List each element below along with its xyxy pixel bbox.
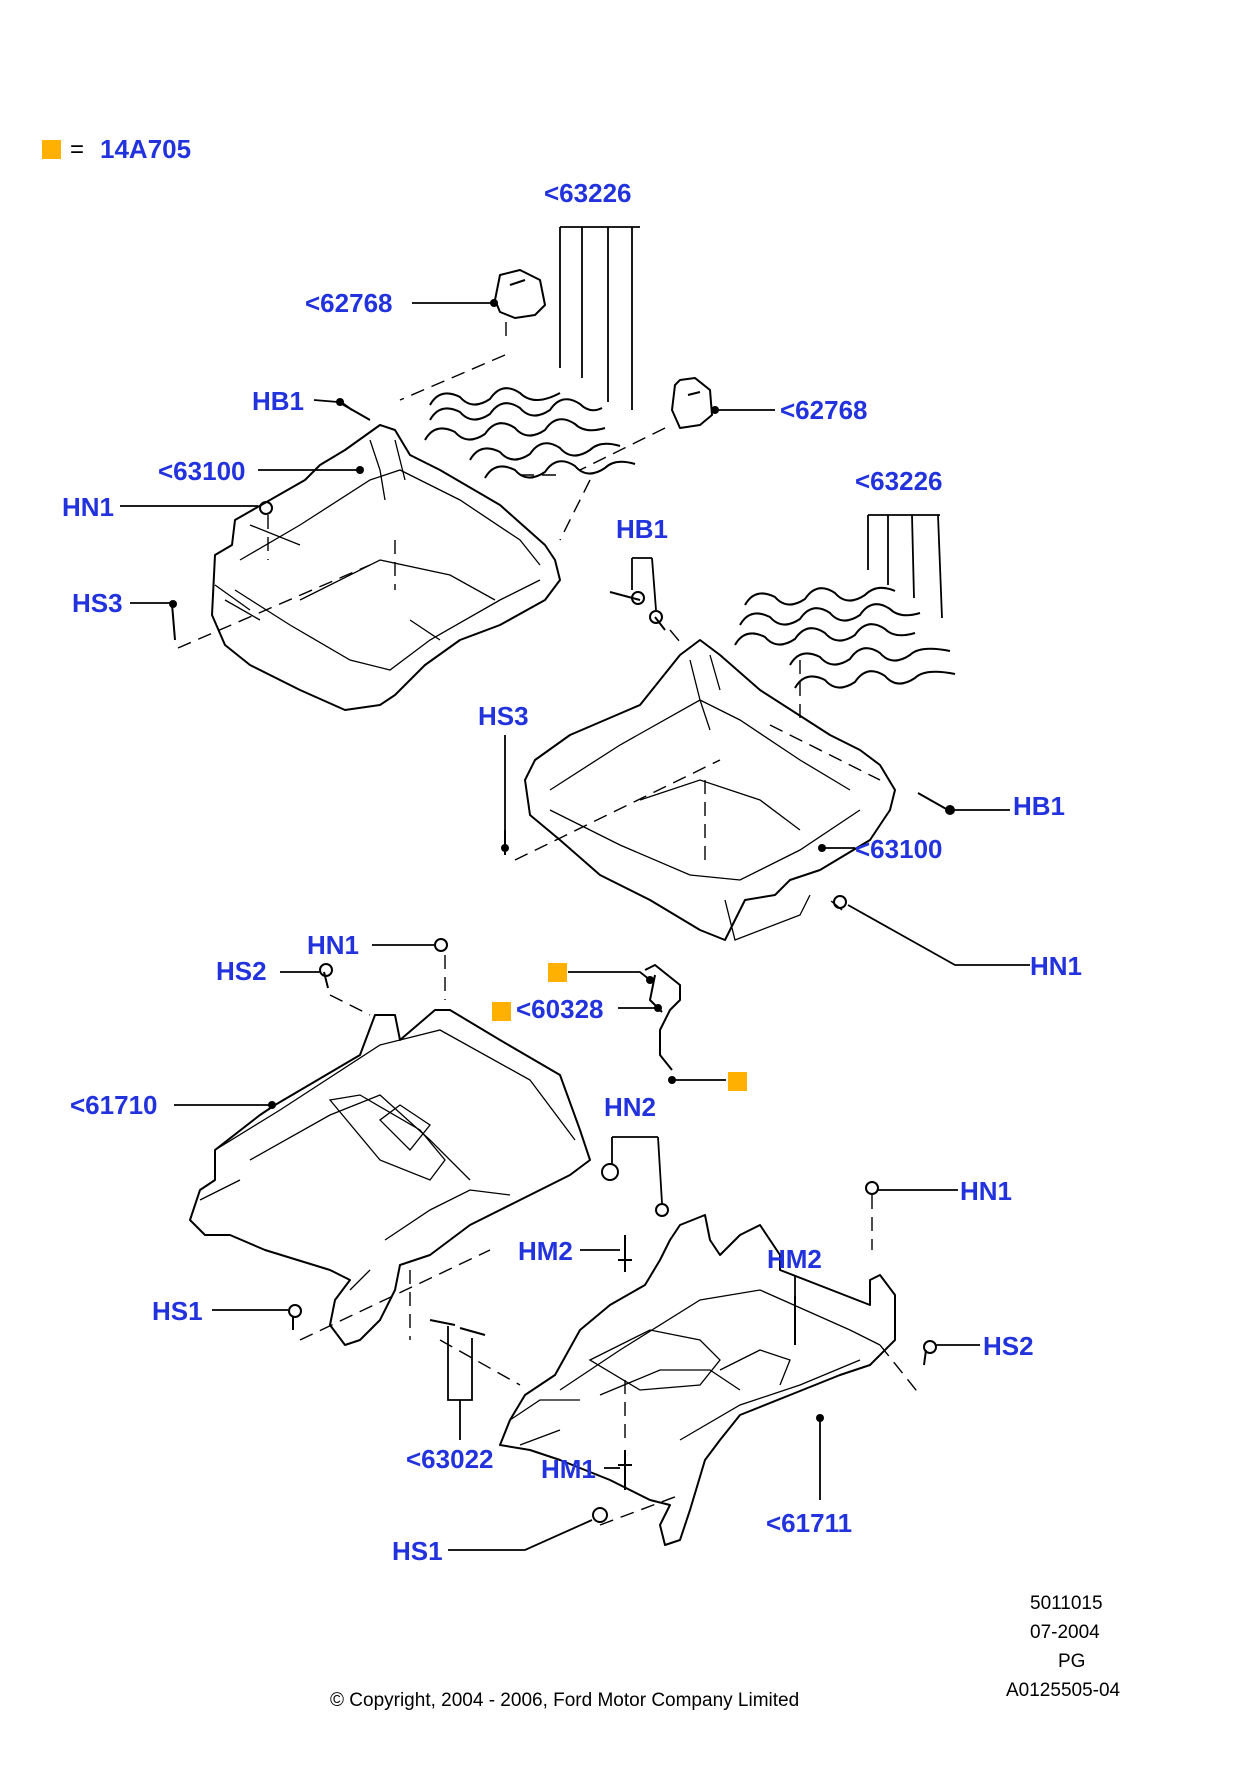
callout-62768-right: <62768: [780, 395, 868, 425]
seat-track-right: [499, 1214, 896, 1546]
callout-61711: <61711: [766, 1508, 853, 1538]
fastener-hn2-left: [601, 1163, 619, 1181]
callout-hs1-left: HS1: [152, 1296, 203, 1326]
fastener-hb1-right: [917, 792, 955, 815]
callout-hn2: HN2: [604, 1092, 657, 1122]
ref-date: 07-2004: [1030, 1622, 1100, 1643]
callout-hs1-bottom: HS1: [392, 1536, 443, 1566]
spring-mat-right: [734, 586, 956, 689]
callout-63226-top: <63226: [544, 178, 632, 208]
callout-hm1: HM1: [541, 1454, 596, 1484]
callout-hn1-right-upper: HN1: [1030, 951, 1083, 981]
fastener-hm2-left: [618, 1235, 632, 1272]
marker-60328-top: [548, 963, 567, 982]
legend-marker: [42, 140, 61, 159]
callout-hs2-left: HS2: [216, 956, 267, 986]
legend-code: 14A705: [100, 134, 192, 164]
callout-60328: <60328: [516, 994, 604, 1024]
spring-mat-left: [424, 387, 636, 479]
callout-61710: <61710: [70, 1090, 158, 1120]
fastener-hs2-left: [319, 963, 333, 989]
ref-number: 5011015: [1030, 1593, 1103, 1614]
callout-62768-left: <62768: [305, 288, 393, 318]
fastener-hn1-upper: [259, 501, 273, 515]
marker-60328-bottom: [728, 1072, 747, 1091]
callout-hb1-mid: HB1: [616, 514, 669, 544]
callout-hb1-left: HB1: [252, 386, 305, 416]
fastener-hb1-mid: [609, 591, 666, 631]
marker-60328-left: [492, 1002, 511, 1021]
callout-hn1-upper: HN1: [62, 492, 115, 522]
callout-hm2-right: HM2: [767, 1244, 822, 1274]
fastener-hn1-track-right: [865, 1181, 879, 1195]
fastener-hs1-left: [288, 1304, 302, 1330]
ref-code: PG: [1058, 1651, 1086, 1672]
seat-cushion-frame-right: [524, 639, 896, 941]
fastener-hs1-bottom: [592, 1507, 608, 1523]
callout-63100-left: <63100: [158, 456, 246, 486]
fastener-hn1-track-top: [434, 938, 448, 952]
fastener-hs2-right: [923, 1340, 937, 1366]
fastener-hb1-left: [336, 398, 371, 421]
callout-hn1-track-top: HN1: [307, 930, 360, 960]
fastener-hs3-left: [169, 600, 177, 641]
fastener-hn1-right-upper: [833, 895, 847, 909]
callout-hn1-track-right: HN1: [960, 1176, 1013, 1206]
callout-63022: <63022: [406, 1444, 494, 1474]
seat-cushion-frame-left: [211, 424, 561, 711]
callout-hs2-right: HS2: [983, 1331, 1034, 1361]
callout-hb1-right: HB1: [1013, 791, 1066, 821]
seat-track-left: [189, 1009, 591, 1346]
fastener-63022: [429, 1319, 486, 1336]
callout-hs3-left: HS3: [72, 588, 123, 618]
ref-illustration-id: A0125505-04: [1006, 1680, 1121, 1701]
bracket-62768-left: [494, 269, 546, 319]
callout-hm2-left: HM2: [518, 1236, 573, 1266]
bracket-62768-right: [671, 377, 713, 429]
callout-63226-right: <63226: [855, 466, 943, 496]
callout-hs3-mid: HS3: [478, 701, 529, 731]
copyright: © Copyright, 2004 - 2006, Ford Motor Com…: [330, 1690, 800, 1711]
fastener-hn2-right: [655, 1203, 669, 1217]
callout-63100-right: <63100: [855, 834, 943, 864]
legend-equals: =: [70, 136, 85, 163]
fastener-hm1: [618, 1450, 632, 1490]
